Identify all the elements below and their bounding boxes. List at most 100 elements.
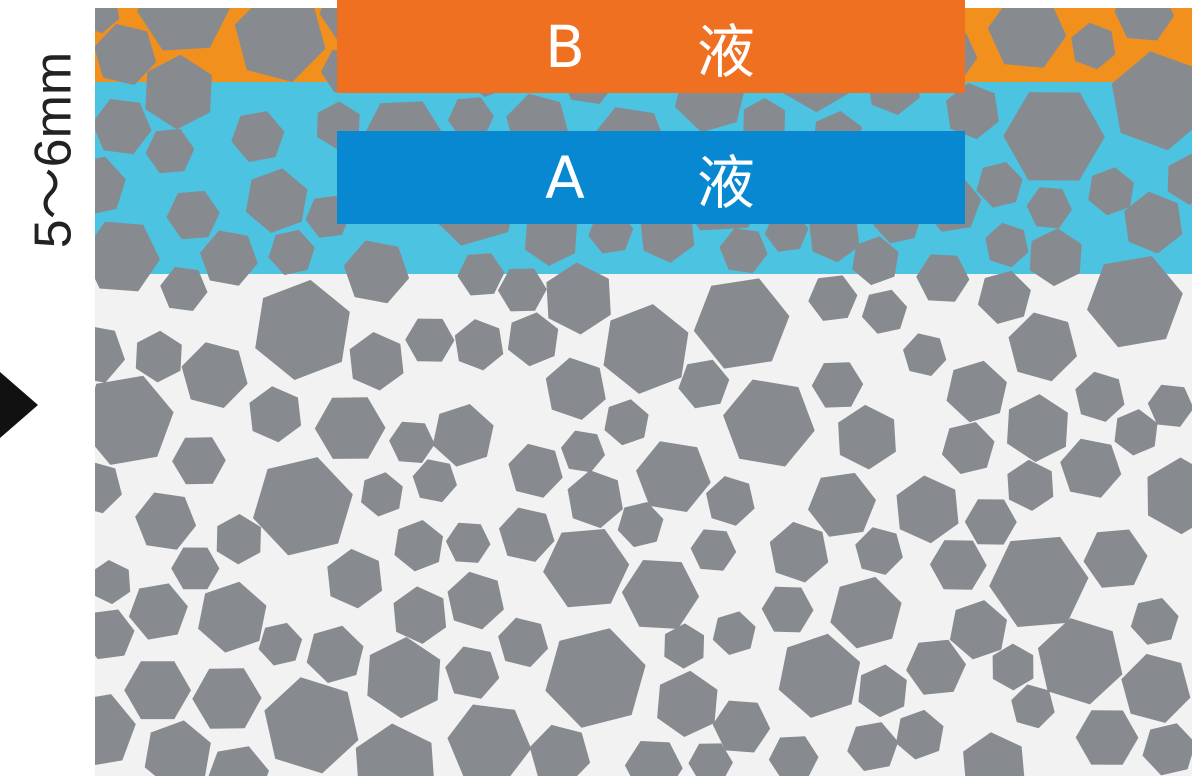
stone bbox=[306, 625, 364, 683]
stone bbox=[861, 289, 908, 334]
stone bbox=[624, 741, 683, 776]
stone bbox=[447, 97, 494, 140]
stone bbox=[1130, 598, 1179, 645]
stone bbox=[144, 720, 211, 776]
stone bbox=[1167, 154, 1192, 205]
stone bbox=[1121, 653, 1191, 723]
stone bbox=[498, 617, 549, 668]
stone bbox=[963, 732, 1025, 776]
stone bbox=[906, 639, 966, 695]
stone bbox=[447, 704, 532, 776]
stone bbox=[95, 560, 131, 605]
stone bbox=[361, 472, 403, 517]
stone bbox=[546, 262, 611, 335]
b-letter: B bbox=[545, 12, 587, 81]
stone bbox=[367, 637, 441, 719]
stone bbox=[393, 586, 447, 644]
stone bbox=[1075, 371, 1125, 422]
stone bbox=[1111, 51, 1192, 151]
stone bbox=[977, 270, 1031, 324]
stone bbox=[946, 83, 999, 140]
stone bbox=[1011, 684, 1055, 729]
stone bbox=[349, 332, 404, 391]
stone bbox=[95, 694, 136, 766]
stone bbox=[160, 266, 208, 311]
stone bbox=[808, 275, 858, 321]
stone bbox=[545, 628, 646, 728]
stone bbox=[946, 360, 1007, 423]
stone bbox=[1088, 167, 1134, 216]
stone bbox=[808, 472, 876, 537]
stone bbox=[617, 502, 664, 548]
stone bbox=[941, 422, 995, 474]
stone bbox=[545, 357, 606, 420]
stone bbox=[964, 499, 1017, 545]
stone bbox=[231, 111, 285, 162]
stone bbox=[987, 8, 1067, 68]
stone bbox=[1114, 8, 1175, 41]
stone bbox=[761, 586, 814, 633]
stone bbox=[529, 724, 591, 776]
stone bbox=[1037, 618, 1123, 705]
stone bbox=[192, 668, 262, 729]
stone bbox=[1142, 723, 1192, 776]
stone bbox=[896, 475, 959, 544]
stone bbox=[432, 404, 494, 467]
stone bbox=[95, 221, 160, 292]
stone bbox=[166, 190, 220, 240]
stone bbox=[198, 581, 267, 653]
stone bbox=[768, 736, 819, 776]
stone bbox=[405, 318, 455, 362]
stone bbox=[678, 359, 730, 409]
stone bbox=[1026, 187, 1072, 229]
stone bbox=[135, 492, 197, 550]
stone bbox=[712, 611, 756, 655]
stone bbox=[145, 128, 195, 174]
stone bbox=[992, 643, 1034, 691]
a-kanji: 液 bbox=[696, 148, 757, 217]
stone bbox=[989, 536, 1089, 627]
stone bbox=[636, 441, 711, 512]
stone bbox=[124, 661, 191, 720]
stone bbox=[690, 529, 737, 571]
stone bbox=[769, 521, 829, 583]
stone bbox=[847, 722, 899, 771]
stone bbox=[1075, 710, 1139, 765]
stone bbox=[412, 459, 457, 503]
stone bbox=[355, 723, 434, 776]
stone bbox=[811, 362, 864, 408]
stone bbox=[507, 312, 559, 367]
depth-label: 5～6mm bbox=[24, 51, 83, 249]
stone bbox=[916, 254, 970, 302]
stone bbox=[95, 327, 125, 383]
stone bbox=[719, 228, 768, 274]
stone bbox=[1029, 228, 1082, 287]
stone bbox=[976, 162, 1023, 208]
stone bbox=[1003, 92, 1105, 181]
stone bbox=[1007, 394, 1068, 463]
stone bbox=[445, 646, 500, 699]
a-liquid-label: A 液 bbox=[337, 131, 965, 224]
stone bbox=[394, 520, 443, 572]
stone bbox=[830, 576, 902, 649]
stone bbox=[778, 633, 861, 718]
stone bbox=[171, 547, 220, 590]
stone bbox=[929, 540, 987, 590]
stone bbox=[1147, 384, 1192, 427]
stone bbox=[903, 333, 947, 376]
stone bbox=[949, 600, 1007, 660]
stone bbox=[258, 622, 303, 666]
stone bbox=[314, 397, 386, 459]
stone bbox=[1114, 409, 1158, 456]
stone bbox=[1060, 438, 1122, 498]
stone bbox=[693, 278, 790, 369]
stone bbox=[249, 386, 302, 443]
stone bbox=[245, 168, 308, 233]
stone bbox=[543, 529, 630, 608]
stone bbox=[604, 399, 649, 446]
b-kanji: 液 bbox=[696, 17, 757, 86]
stone bbox=[208, 746, 269, 776]
stone bbox=[95, 156, 126, 214]
stone bbox=[200, 230, 258, 286]
stone bbox=[172, 437, 226, 485]
